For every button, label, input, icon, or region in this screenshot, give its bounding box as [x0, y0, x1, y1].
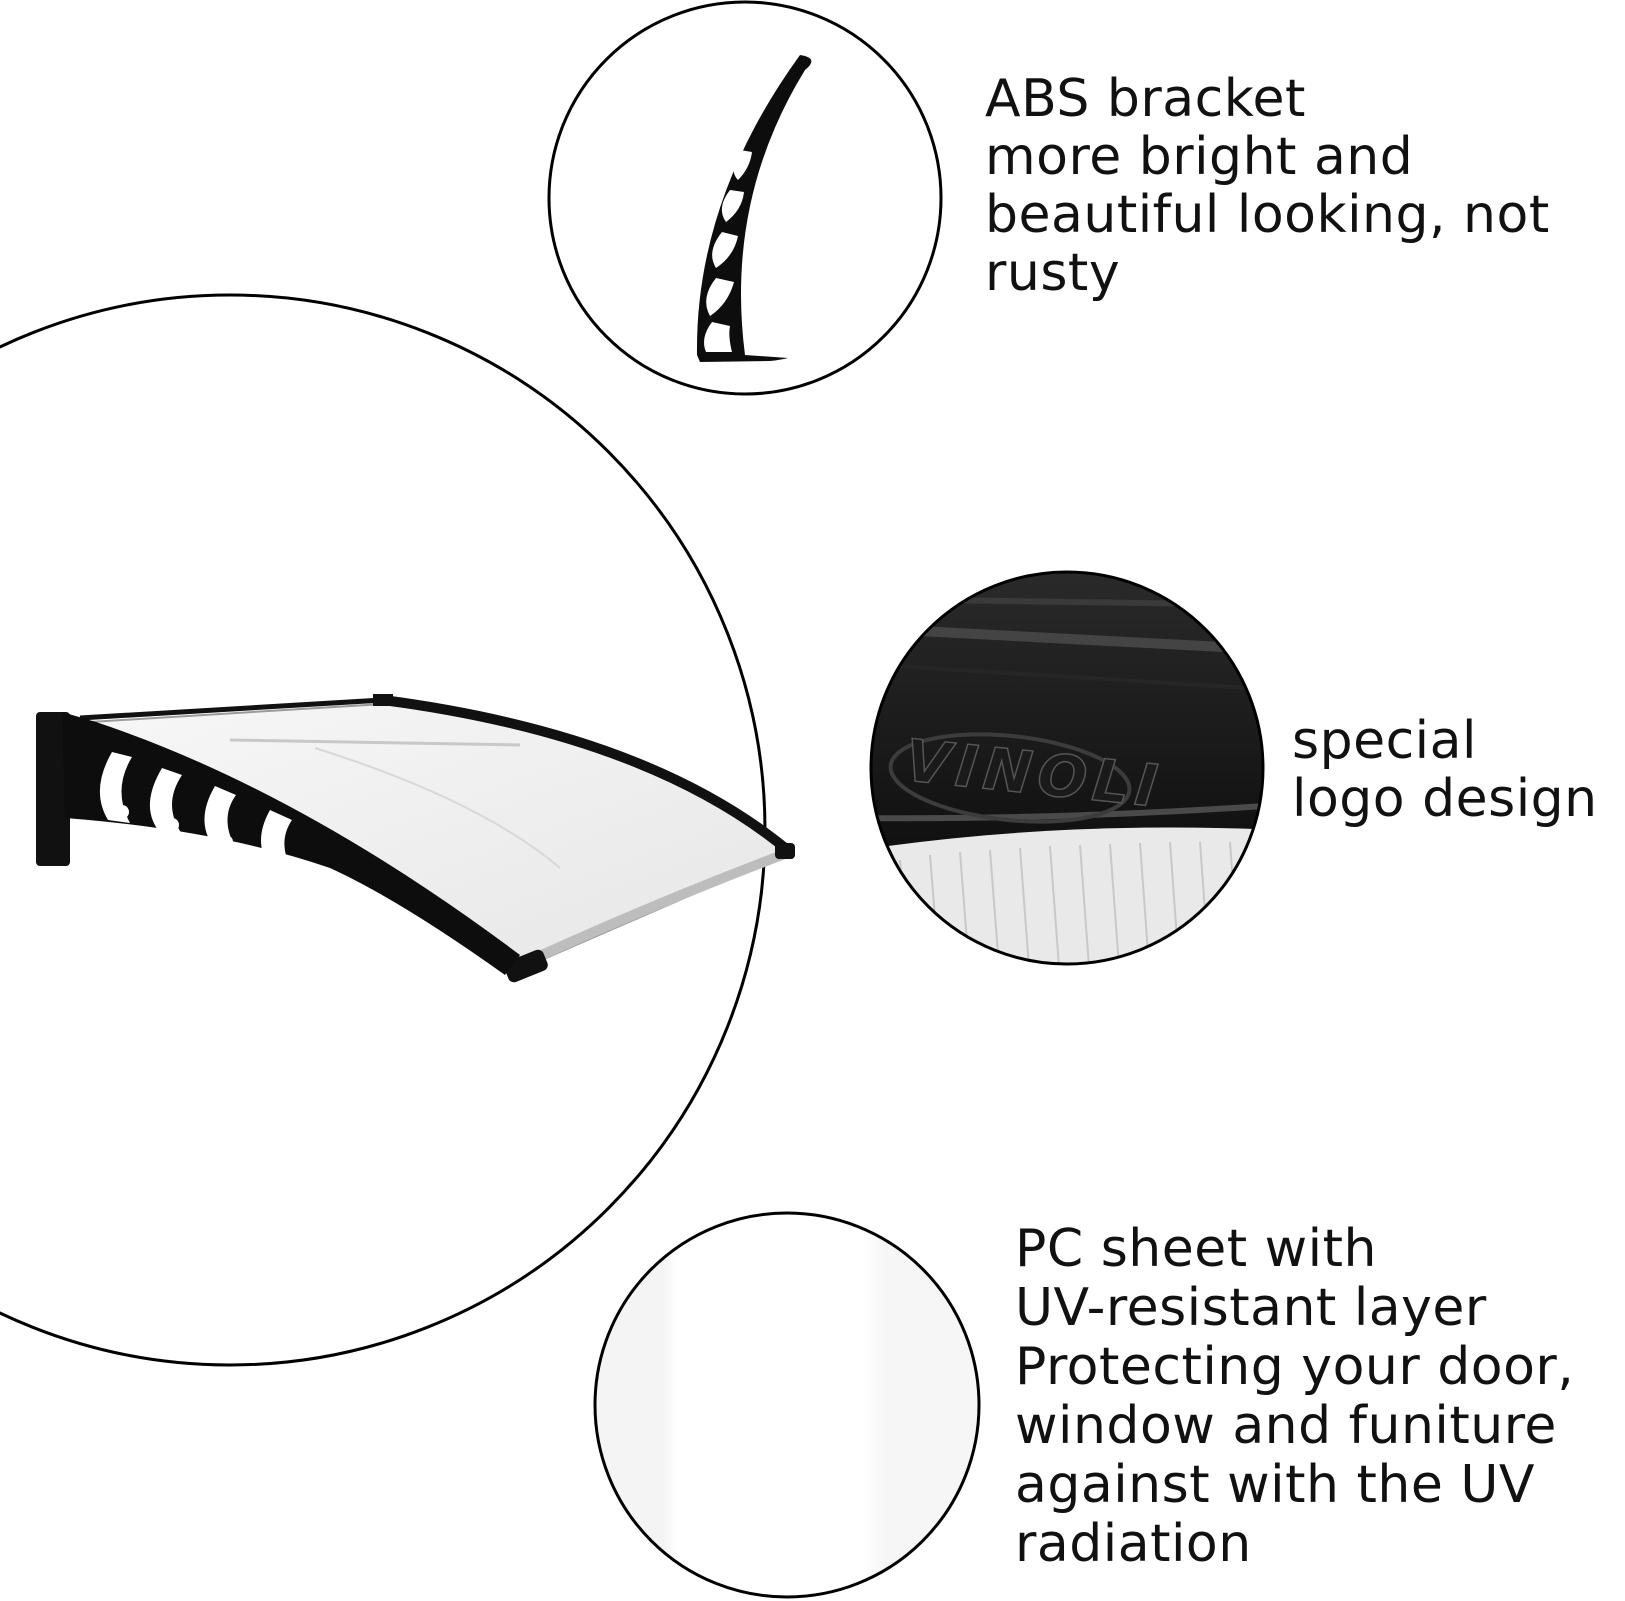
pc-sheet-feature-line: Protecting your door, [1015, 1337, 1575, 1397]
bracket-feature-line: more bright and [985, 127, 1414, 187]
pc-sheet-closeup-image [595, 1213, 979, 1597]
pc-sheet-feature-text: PC sheet with UV-resistant layer Protect… [1015, 1220, 1574, 1574]
bracket-feature-line: rusty [985, 243, 1121, 303]
pc-sheet-feature-line: radiation [1015, 1514, 1252, 1574]
logo-feature-text: special logo design [1292, 712, 1598, 828]
pc-sheet-feature-line: against with the UV [1015, 1455, 1536, 1515]
pc-sheet-feature-line: window and funiture [1015, 1396, 1557, 1456]
pc-sheet-feature-line: UV-resistant layer [1015, 1278, 1487, 1338]
logo-closeup-image: VINOLI [871, 572, 1263, 964]
bracket-feature-line: beautiful looking, not [985, 185, 1550, 245]
pc-sheet-circle [593, 1211, 981, 1599]
pc-sheet-feature-line: PC sheet with [1015, 1219, 1377, 1279]
door-canopy-image [36, 694, 795, 983]
abs-bracket-icon [696, 55, 812, 362]
logo-feature-line: special [1292, 711, 1477, 771]
logo-feature-line: logo design [1292, 769, 1598, 829]
bracket-feature-text: ABS bracket more bright and beautiful lo… [985, 70, 1550, 302]
bracket-feature-line: ABS bracket [985, 69, 1306, 129]
